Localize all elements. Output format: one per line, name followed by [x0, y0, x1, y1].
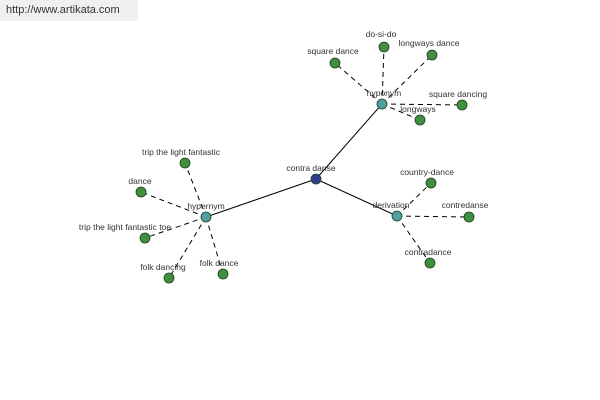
edge-hypernym-trip-the-light-fantastic — [184, 162, 207, 218]
folk-dance-node[interactable] — [217, 268, 229, 280]
country-dance-node[interactable] — [425, 177, 437, 189]
trip-the-light-fantastic-toe-node[interactable] — [139, 232, 151, 244]
edge-derivation-country-dance — [396, 182, 432, 217]
edge-hyponym-square-dancing — [381, 103, 463, 106]
hypernym-label: hypernym — [187, 201, 224, 211]
edge-hyponym-longways-dance — [381, 54, 433, 105]
trip-the-light-fantastic-node[interactable] — [179, 157, 191, 169]
contredanse-label: contredanse — [442, 200, 489, 210]
edge-center-derivation — [315, 178, 398, 217]
source-url[interactable]: http://www.artikata.com — [0, 0, 138, 21]
square-dance-label: square dance — [307, 46, 359, 56]
do-si-do-node[interactable] — [378, 41, 390, 53]
trip-the-light-fantastic-label: trip the light fantastic — [142, 147, 221, 157]
edge-hyponym-square-dance — [334, 62, 383, 105]
folk-dance-label: folk dance — [200, 258, 239, 268]
contredanse-node[interactable] — [463, 211, 475, 223]
square-dance-node[interactable] — [329, 57, 341, 69]
longways-dance-node[interactable] — [426, 49, 438, 61]
dance-node[interactable] — [135, 186, 147, 198]
do-si-do-label: do-si-do — [366, 29, 397, 39]
longways-label: longways — [400, 104, 435, 114]
edge-hyponym-do-si-do — [381, 46, 385, 105]
center-node[interactable] — [310, 173, 322, 185]
edge-derivation-contradance — [396, 215, 431, 264]
edge-hyponym-longways — [381, 103, 421, 121]
contradance-node[interactable] — [424, 257, 436, 269]
longways-dance-label: longways dance — [399, 38, 460, 48]
dance-label: dance — [128, 176, 151, 186]
edge-hypernym-trip-the-light-fantastic-toe — [144, 216, 207, 239]
center-label: contra danse — [286, 163, 335, 173]
longways-node[interactable] — [414, 114, 426, 126]
hyponym-label: hyponym — [367, 88, 402, 98]
trip-the-light-fantastic-toe-label: trip the light fantastic toe — [79, 222, 171, 232]
square-dancing-label: square dancing — [429, 89, 487, 99]
derivation-label: derivation — [373, 200, 410, 210]
hyponym-node[interactable] — [376, 98, 388, 110]
square-dancing-node[interactable] — [456, 99, 468, 111]
folk-dancing-label: folk dancing — [140, 262, 186, 272]
folk-dancing-node[interactable] — [163, 272, 175, 284]
edge-center-hypernym — [205, 178, 317, 218]
contradance-label: contradance — [405, 247, 452, 257]
graph-nodes — [135, 41, 475, 284]
graph-edges — [140, 46, 470, 279]
edge-hypernym-folk-dance — [205, 216, 224, 275]
country-dance-label: country-dance — [400, 167, 454, 177]
derivation-node[interactable] — [391, 210, 403, 222]
hypernym-node[interactable] — [200, 211, 212, 223]
edge-hypernym-folk-dancing — [168, 216, 207, 279]
edge-derivation-contredanse — [396, 215, 470, 218]
edge-hypernym-dance — [140, 191, 207, 218]
edge-center-hyponym — [315, 103, 383, 180]
